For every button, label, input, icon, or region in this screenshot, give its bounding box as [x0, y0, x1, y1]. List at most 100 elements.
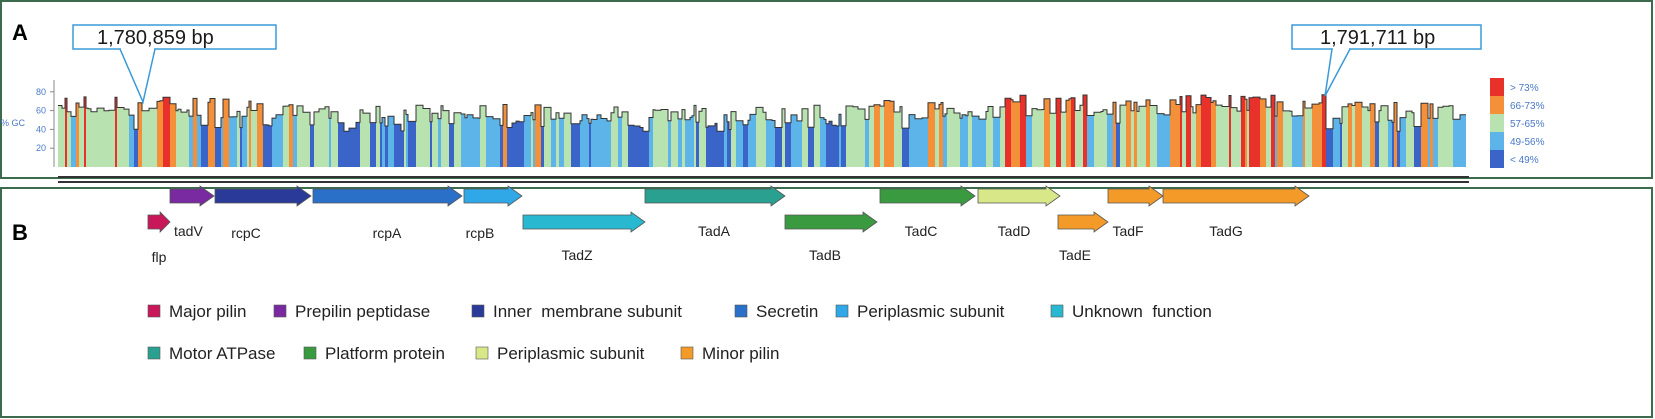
- category-swatch-8: [475, 346, 489, 360]
- category-swatch-0: [147, 304, 161, 318]
- gc-bar-104: [512, 123, 516, 167]
- gene-label-tadz: TadZ: [561, 247, 593, 263]
- gc-bar-200: [935, 108, 939, 167]
- gc-bar-260: [1201, 95, 1206, 167]
- gc-bar-228: [1061, 112, 1066, 167]
- panel-b-frame: [0, 187, 1653, 418]
- gc-bar-193: [894, 112, 900, 167]
- gc-bar-68: [349, 128, 356, 167]
- gc-tick-label-1: 40: [36, 124, 46, 134]
- gc-bar-286: [1319, 102, 1322, 167]
- gc-bar-161: [743, 124, 748, 167]
- category-label-6: Motor ATPase: [169, 344, 275, 363]
- gc-bar-264: [1216, 105, 1222, 167]
- gc-bar-290: [1340, 123, 1342, 167]
- gc-bar-255: [1182, 111, 1186, 167]
- gc-bar-233: [1080, 105, 1083, 167]
- gc-bar-159: [731, 111, 736, 167]
- gc-bar-131: [618, 117, 622, 167]
- gc-bar-220: [1020, 95, 1026, 167]
- gene-label-tada: TadA: [698, 223, 731, 239]
- gc-bar-101: [500, 125, 503, 167]
- gc-bar-57: [293, 115, 297, 167]
- gc-bar-123: [589, 123, 591, 167]
- gc-bar-111: [535, 104, 541, 167]
- gc-bar-75: [382, 117, 385, 167]
- gc-tick-label-0: 20: [36, 143, 46, 153]
- gc-bar-152: [706, 127, 708, 167]
- gc-bar-285: [1312, 104, 1319, 167]
- gc-bar-244: [1131, 110, 1134, 167]
- gc-bar-6: [79, 107, 84, 167]
- gc-bar-277: [1275, 116, 1277, 167]
- gene-arrow-rcpc: [214, 185, 312, 207]
- gc-bar-47: [251, 110, 257, 167]
- gc-bar-36: [210, 98, 215, 167]
- gene-label-rcpb: rcpB: [466, 225, 495, 241]
- gc-legend-swatch-4: [1490, 150, 1504, 168]
- gc-bar-99: [486, 116, 493, 167]
- gc-bar-198: [922, 117, 928, 167]
- gc-bar-266: [1229, 95, 1231, 167]
- gc-bar-34: [201, 125, 208, 167]
- gene-arrow-tadz: [522, 211, 646, 233]
- gc-bar-280: [1290, 111, 1292, 167]
- gc-ylabel: % GC: [1, 118, 26, 128]
- gc-bar-305: [1400, 117, 1406, 167]
- gc-bar-140: [661, 109, 668, 167]
- gc-bar-91: [449, 123, 454, 167]
- gc-legend-label-2: 57-65%: [1510, 119, 1545, 130]
- gc-bar-294: [1355, 102, 1362, 167]
- gene-arrow-tade: [1057, 211, 1109, 233]
- gc-bar-42: [237, 111, 240, 167]
- gc-bar-278: [1277, 101, 1283, 167]
- gc-bar-291: [1342, 106, 1348, 167]
- gc-bar-35: [208, 102, 210, 167]
- gc-legend-label-1: 66-73%: [1510, 101, 1545, 112]
- gc-bar-118: [571, 123, 577, 167]
- gc-bar-275: [1266, 107, 1271, 167]
- gc-bar-0: [58, 105, 62, 167]
- gc-bar-257: [1191, 106, 1193, 167]
- category-label-9: Minor pilin: [702, 344, 779, 363]
- gc-bar-43: [240, 127, 242, 167]
- gc-bar-311: [1430, 103, 1433, 167]
- gc-bar-230: [1069, 98, 1071, 167]
- gc-bar-215: [993, 117, 1000, 167]
- gene-arrow-rcpa: [312, 185, 463, 207]
- gc-bar-256: [1186, 95, 1191, 167]
- gc-bar-149: [696, 122, 699, 167]
- gc-bar-188: [869, 106, 874, 167]
- gc-bar-1: [62, 108, 65, 167]
- gc-bar-192: [890, 101, 894, 167]
- gene-label-tade: TadE: [1059, 247, 1091, 263]
- gc-bar-265: [1222, 106, 1229, 167]
- category-swatch-3: [734, 304, 748, 318]
- gc-bar-18: [134, 129, 138, 167]
- gc-bar-274: [1260, 98, 1266, 167]
- gc-bar-199: [928, 102, 935, 167]
- gc-bar-96: [473, 117, 478, 167]
- gc-bar-211: [972, 116, 979, 167]
- category-label-3: Secretin: [756, 302, 818, 321]
- gc-bar-169: [782, 108, 785, 167]
- gc-bar-63: [325, 106, 329, 167]
- gc-legend-swatch-0: [1490, 78, 1504, 96]
- gc-bar-245: [1134, 102, 1137, 167]
- gc-bar-45: [247, 107, 249, 167]
- gc-bar-242: [1120, 105, 1126, 167]
- gc-bar-232: [1075, 110, 1080, 167]
- gc-bar-247: [1139, 106, 1146, 167]
- gc-bar-313: [1438, 107, 1443, 167]
- gene-arrow-tadd: [977, 185, 1061, 207]
- gc-bar-179: [829, 121, 832, 167]
- gc-bar-142: [671, 111, 678, 167]
- gc-bar-85: [423, 108, 430, 167]
- gc-bar-174: [808, 127, 814, 167]
- gc-bar-117: [564, 113, 571, 167]
- gc-bar-134: [634, 126, 640, 167]
- gc-bar-210: [968, 111, 972, 167]
- category-label-1: Prepilin peptidase: [295, 302, 430, 321]
